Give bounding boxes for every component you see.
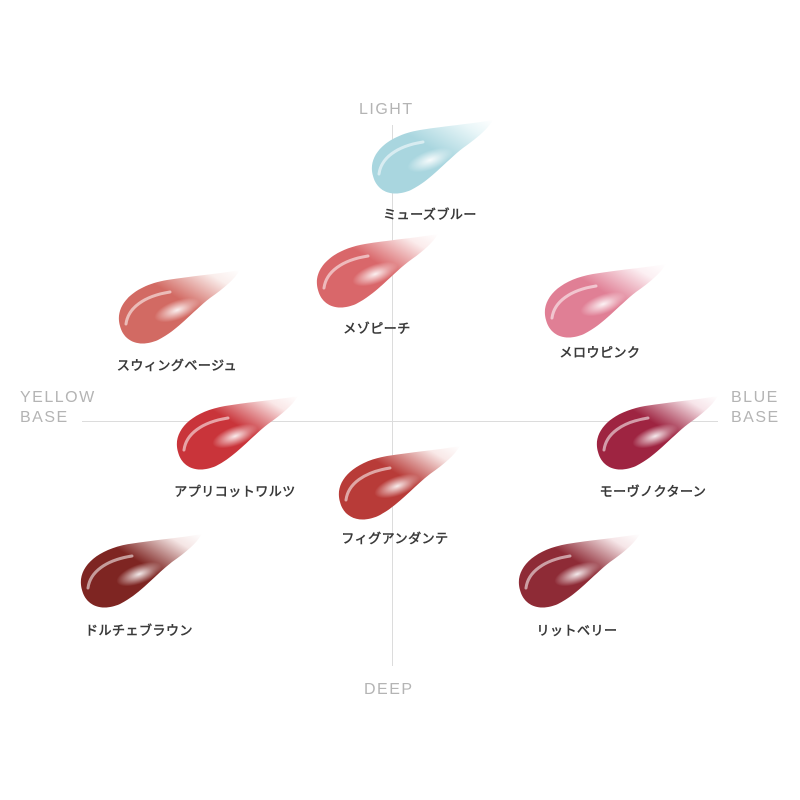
axis-label-blue-line1: BLUE — [731, 389, 779, 406]
axis-label-blue-line2: BASE — [731, 409, 780, 426]
lip-swatch[interactable] — [512, 532, 642, 612]
lip-swatch[interactable] — [538, 262, 668, 342]
axis-label-yellow-line2: BASE — [20, 409, 69, 426]
lip-gloss-smear-icon — [316, 234, 438, 308]
lip-swatch[interactable] — [332, 444, 462, 524]
lip-gloss-smear-icon — [518, 534, 640, 608]
lip-gloss-smear-icon — [118, 270, 240, 344]
axis-label-yellow-line1: YELLOW — [20, 389, 96, 406]
shade-name-label: リットベリー — [536, 624, 618, 639]
lip-swatch[interactable] — [112, 268, 242, 348]
lip-gloss-smear-icon — [338, 446, 460, 520]
lip-swatch[interactable] — [74, 532, 204, 612]
horizontal-axis-line — [82, 421, 718, 422]
shade-name-label: アプリコットワルツ — [174, 485, 296, 500]
axis-label-light: LIGHT — [359, 101, 414, 118]
lip-gloss-smear-icon — [176, 396, 298, 470]
lip-gloss-smear-icon — [371, 120, 493, 194]
vertical-axis-line — [392, 125, 393, 666]
lip-swatch[interactable] — [170, 394, 300, 474]
shade-name-label: メロウピンク — [559, 346, 641, 361]
shade-name-label: ミューズブルー — [383, 208, 477, 223]
lip-swatch[interactable] — [310, 232, 440, 312]
shade-name-label: スウィングベージュ — [116, 359, 238, 374]
axis-label-yellow-base: YELLOW BASE — [20, 388, 96, 428]
lip-swatch[interactable] — [365, 118, 495, 198]
shade-name-label: メゾピーチ — [343, 322, 411, 337]
shade-name-label: モーヴノクターン — [599, 485, 707, 500]
lip-swatch[interactable] — [590, 394, 720, 474]
lip-gloss-smear-icon — [544, 264, 666, 338]
shade-name-label: ドルチェブラウン — [84, 624, 194, 639]
axis-label-deep: DEEP — [364, 681, 414, 698]
lip-gloss-smear-icon — [80, 534, 202, 608]
lip-gloss-smear-icon — [596, 396, 718, 470]
axis-label-blue-base: BLUE BASE — [731, 388, 780, 428]
shade-name-label: フィグアンダンテ — [341, 532, 449, 547]
